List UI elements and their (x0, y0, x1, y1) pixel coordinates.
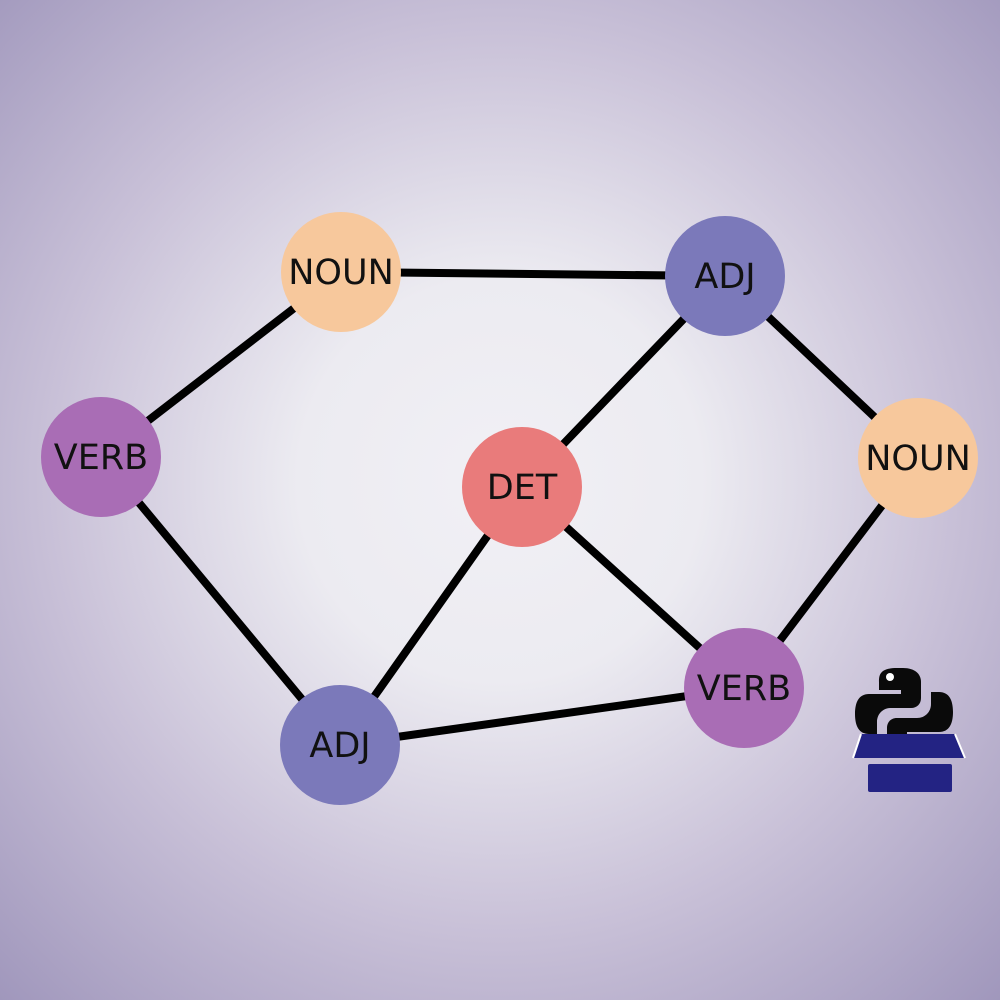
node-label: VERB (54, 438, 148, 478)
node-label: NOUN (865, 439, 971, 479)
node-layer: NOUN ADJ VERB DET NOUN VERB ADJ (41, 212, 978, 805)
node-label: VERB (697, 669, 791, 709)
node-noun: NOUN (281, 212, 401, 332)
node-verb: VERB (684, 628, 804, 748)
node-verb: VERB (41, 397, 161, 517)
node-det: DET (462, 427, 582, 547)
node-adj: ADJ (280, 685, 400, 805)
node-circle (41, 397, 161, 517)
edge-n1-n2 (337, 268, 729, 280)
node-circle (281, 212, 401, 332)
node-circle (858, 398, 978, 518)
node-circle (665, 216, 785, 336)
edge-n3-n7 (97, 453, 344, 749)
node-circle (684, 628, 804, 748)
node-label: ADJ (694, 257, 755, 297)
node-circle (280, 685, 400, 805)
node-circle (462, 427, 582, 547)
node-label: DET (487, 468, 558, 508)
node-label: NOUN (288, 253, 394, 293)
node-noun: NOUN (858, 398, 978, 518)
node-label: ADJ (309, 726, 370, 766)
edge-n6-n7 (336, 684, 748, 749)
node-adj: ADJ (665, 216, 785, 336)
python-package-icon (852, 668, 966, 792)
